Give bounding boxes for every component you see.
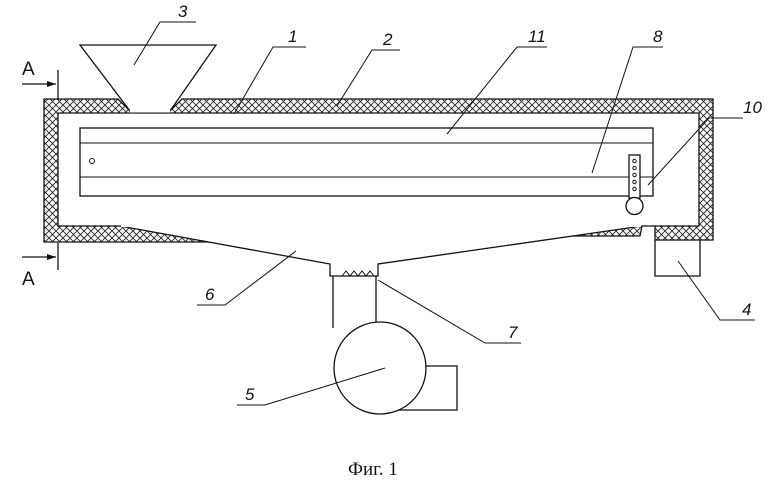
callout-5: 5 bbox=[245, 385, 255, 404]
callout-8: 8 bbox=[653, 27, 663, 46]
pipe-ball-valve bbox=[626, 198, 643, 215]
fan-housing bbox=[334, 322, 426, 414]
callout-2: 2 bbox=[382, 30, 393, 49]
leader-lines bbox=[134, 22, 755, 405]
callout-7: 7 bbox=[508, 323, 518, 342]
callout-6: 6 bbox=[205, 285, 215, 304]
air-funnel bbox=[120, 226, 642, 276]
callout-3: 3 bbox=[178, 2, 188, 21]
fan-unit bbox=[333, 276, 457, 414]
section-letter-top: A bbox=[22, 59, 35, 80]
figure-caption: Фиг. 1 bbox=[348, 459, 398, 480]
section-marker-bottom: A bbox=[22, 243, 58, 290]
section-letter-bottom: A bbox=[22, 269, 35, 290]
section-marker-top: A bbox=[22, 59, 58, 100]
perforated-pipe bbox=[626, 155, 643, 215]
callout-10: 10 bbox=[743, 98, 762, 117]
callout-1: 1 bbox=[288, 27, 297, 46]
callout-11: 11 bbox=[528, 27, 546, 46]
outlet-duct bbox=[655, 240, 700, 276]
callout-4: 4 bbox=[742, 300, 751, 319]
drying-drum bbox=[80, 128, 653, 196]
